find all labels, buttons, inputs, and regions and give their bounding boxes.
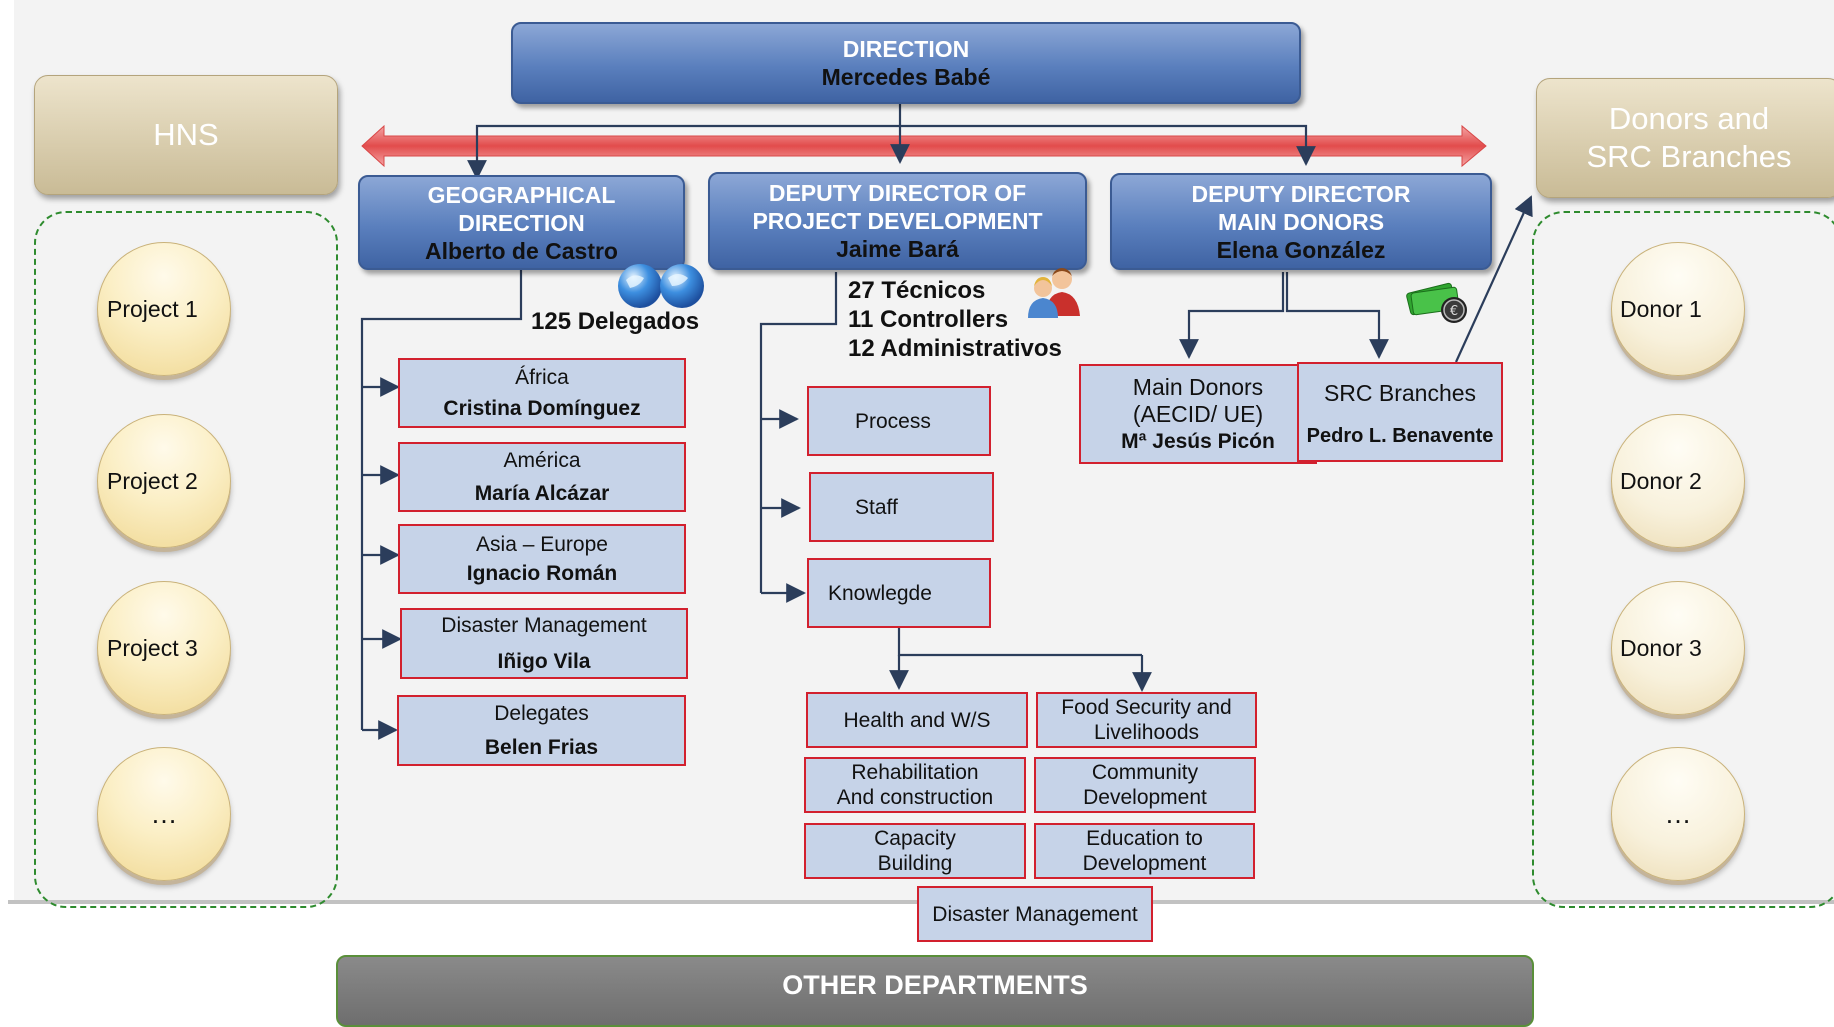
area-box-community: Community Development — [1034, 757, 1256, 813]
region-box-america: América María Alcázar — [398, 442, 686, 512]
direction-name: Mercedes Babé — [821, 64, 991, 90]
main-donors-head: Mª Jesús Picón — [1121, 429, 1275, 453]
area-box-disaster-management: Disaster Management — [917, 886, 1153, 942]
geographical-direction-box: GEOGRAPHICAL DIRECTION Alberto de Castro — [358, 175, 685, 270]
md-title-line2: MAIN DONORS — [1217, 208, 1385, 235]
donor-label: Donor 2 — [1620, 467, 1702, 494]
direction-box: DIRECTION Mercedes Babé — [511, 22, 1301, 104]
region-box-delegates: Delegates Belen Frias — [397, 695, 686, 766]
unit-label: Process — [855, 409, 931, 433]
area-label-line2: Livelihoods — [1093, 721, 1200, 744]
project-label: Project 3 — [107, 634, 198, 661]
area-label: Disaster Management — [932, 902, 1138, 926]
pd-name: Jaime Bará — [836, 236, 959, 262]
region-head: María Alcázar — [474, 482, 610, 505]
svg-text:€: € — [1450, 304, 1458, 319]
pd-title-line1: DEPUTY DIRECTOR OF — [768, 180, 1027, 206]
hns-projects-panel — [34, 211, 338, 908]
pd-stat-administrativos: 12 Administrativos — [848, 335, 1062, 362]
project-label: Project 1 — [107, 295, 198, 322]
donor-circle: … — [1611, 747, 1745, 881]
geo-title-line2: DIRECTION — [458, 209, 585, 236]
double-arrow-band — [361, 124, 1487, 168]
area-label-line2: Development — [1082, 852, 1207, 875]
unit-box-knowledge: Knowlegde — [807, 558, 991, 628]
money-icon: € — [1406, 282, 1467, 323]
other-departments-bar: OTHER DEPARTMENTS — [336, 955, 1534, 1027]
area-box-rehabilitation: Rehabilitation And construction — [804, 757, 1026, 813]
delegates-count: 125 Delegados — [531, 308, 700, 335]
donor-circle: Donor 1 — [1611, 242, 1745, 376]
pd-stat-tecnicos: 27 Técnicos — [848, 277, 986, 304]
area-label: Health and W/S — [843, 708, 991, 732]
project-development-box: DEPUTY DIRECTOR OF PROJECT DEVELOPMENT J… — [708, 172, 1087, 270]
main-donors-director-box: DEPUTY DIRECTOR MAIN DONORS Elena Gonzál… — [1110, 173, 1492, 270]
globe-icon — [618, 264, 704, 308]
donor-circle: Donor 2 — [1611, 414, 1745, 548]
donors-label-line2: SRC Branches — [1586, 139, 1792, 174]
region-name: Asia – Europe — [476, 533, 608, 556]
region-name: Delegates — [494, 702, 589, 725]
other-departments-label: OTHER DEPARTMENTS — [782, 969, 1088, 1000]
donor-label: … — [1664, 798, 1692, 829]
donors-label-line1: Donors and — [1608, 101, 1770, 136]
donors-panel — [1532, 211, 1834, 908]
main-donors-box: Main Donors (AECID/ UE) Mª Jesús Picón — [1079, 364, 1317, 464]
hns-label: HNS — [153, 117, 219, 152]
donor-circle: Donor 3 — [1611, 581, 1745, 715]
main-donors-line1: Main Donors — [1132, 373, 1264, 400]
people-icon — [1028, 268, 1080, 318]
area-label-line1: Capacity — [874, 827, 956, 850]
src-branches-box: SRC Branches Pedro L. Benavente — [1297, 362, 1503, 462]
area-label-line2: Building — [877, 852, 953, 875]
direction-title: DIRECTION — [842, 36, 970, 62]
region-head: Ignacio Román — [466, 562, 618, 585]
project-circle: Project 2 — [97, 414, 231, 548]
project-circle: … — [97, 747, 231, 881]
area-box-capacity: Capacity Building — [804, 823, 1026, 879]
donors-header: Donors and SRC Branches — [1536, 78, 1834, 198]
unit-box-staff: Staff — [809, 472, 994, 542]
md-name: Elena González — [1216, 236, 1386, 263]
unit-label: Staff — [855, 495, 898, 519]
area-label-line1: Community — [1091, 761, 1199, 784]
region-head: Belen Frias — [484, 736, 599, 759]
area-label-line1: Rehabilitation — [851, 761, 979, 784]
pd-title-line2: PROJECT DEVELOPMENT — [752, 208, 1043, 234]
project-label: Project 2 — [107, 467, 198, 494]
donor-label: Donor 3 — [1620, 634, 1702, 661]
region-name: América — [503, 449, 581, 472]
region-head: Iñigo Vila — [497, 650, 591, 673]
region-box-disaster-management: Disaster Management Iñigo Vila — [400, 608, 688, 679]
area-label-line1: Food Security and — [1061, 696, 1232, 719]
pd-stat-controllers: 11 Controllers — [848, 306, 1009, 333]
src-branches-line1: SRC Branches — [1323, 380, 1477, 406]
geo-name: Alberto de Castro — [425, 237, 618, 264]
project-circle: Project 1 — [97, 242, 231, 376]
project-label: … — [150, 798, 178, 829]
src-branches-head: Pedro L. Benavente — [1306, 425, 1494, 447]
region-box-africa: África Cristina Domínguez — [398, 358, 686, 428]
area-label-line2: Development — [1083, 786, 1207, 809]
unit-box-process: Process — [807, 386, 991, 456]
project-circle: Project 3 — [97, 581, 231, 715]
md-title-line1: DEPUTY DIRECTOR — [1191, 180, 1411, 207]
area-box-education: Education to Development — [1034, 823, 1255, 879]
unit-label: Knowlegde — [828, 581, 932, 605]
hns-header: HNS — [34, 75, 338, 195]
region-name: Disaster Management — [441, 614, 647, 637]
area-box-health: Health and W/S — [806, 692, 1028, 748]
geo-title-line1: GEOGRAPHICAL — [427, 181, 616, 208]
area-label-line2: And construction — [836, 786, 994, 809]
region-name: África — [515, 366, 569, 389]
area-box-food-security: Food Security and Livelihoods — [1036, 692, 1257, 748]
area-label-line1: Education to — [1086, 827, 1203, 850]
region-box-asia-europe: Asia – Europe Ignacio Román — [398, 524, 686, 594]
main-donors-line2: (AECID/ UE) — [1132, 400, 1264, 427]
region-head: Cristina Domínguez — [443, 397, 641, 420]
donor-label: Donor 1 — [1620, 295, 1702, 322]
